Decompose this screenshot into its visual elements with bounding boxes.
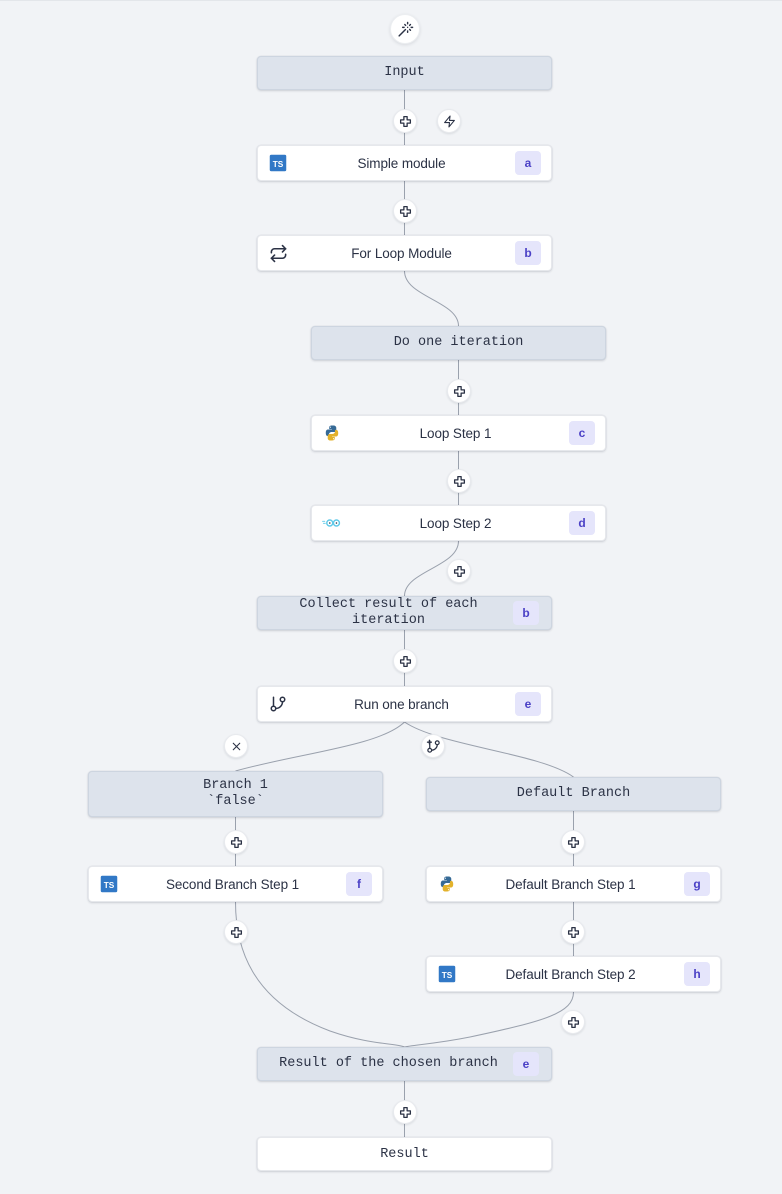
add-after-default-branch-step-1-button[interactable] — [561, 920, 585, 944]
node-run-one-branch[interactable]: Run one branch e — [257, 686, 552, 722]
add-branch-button[interactable] — [421, 734, 445, 758]
node-collect-result[interactable]: Collect result of each iteration b — [257, 596, 552, 630]
typescript-icon: TS — [437, 964, 457, 984]
zap-icon — [443, 115, 456, 128]
node-badge: a — [515, 151, 541, 175]
node-label: Second Branch Step 1 — [165, 876, 300, 892]
plus-icon — [399, 1106, 412, 1119]
node-label: Simple module — [357, 155, 446, 171]
magic-wand-button[interactable] — [390, 14, 420, 44]
python-icon — [437, 874, 457, 894]
node-branch-1[interactable]: Branch 1 `false` — [88, 771, 383, 817]
node-badge: h — [684, 962, 710, 986]
node-label: Loop Step 1 — [419, 425, 492, 441]
plus-icon — [567, 1016, 580, 1029]
node-default-branch-step-1[interactable]: Default Branch Step 1 g — [426, 866, 721, 902]
plus-icon — [399, 655, 412, 668]
plus-icon — [567, 836, 580, 849]
node-do-one-iteration[interactable]: Do one iteration — [311, 326, 606, 360]
node-result[interactable]: Result — [257, 1137, 552, 1171]
loop-icon — [268, 243, 288, 263]
add-after-default-branch-step-2-button[interactable] — [561, 1010, 585, 1034]
close-icon — [230, 740, 243, 753]
node-default-branch-step-2[interactable]: TS Default Branch Step 2 h — [426, 956, 721, 992]
svg-text:TS: TS — [442, 971, 453, 980]
node-label: Default Branch Step 2 — [505, 966, 636, 982]
magic-wand-icon — [397, 21, 413, 37]
add-after-chosen-result-button[interactable] — [393, 1100, 417, 1124]
node-label: Loop Step 2 — [419, 515, 492, 531]
node-badge: e — [515, 692, 541, 716]
typescript-icon: TS — [268, 153, 288, 173]
add-after-input-button[interactable] — [393, 109, 417, 133]
node-second-branch-step-1[interactable]: TS Second Branch Step 1 f — [88, 866, 383, 902]
node-badge: g — [684, 872, 710, 896]
node-loop-step-1[interactable]: Loop Step 1 c — [311, 415, 606, 451]
node-simple-module[interactable]: TS Simple module a — [257, 145, 552, 181]
add-after-do-one-iteration-button[interactable] — [447, 379, 471, 403]
node-label: Result — [380, 1146, 429, 1162]
add-after-collect-result-button[interactable] — [393, 649, 417, 673]
node-input[interactable]: Input — [257, 56, 552, 90]
plus-icon — [399, 115, 412, 128]
node-label: Input — [384, 65, 425, 80]
add-in-default-branch-button[interactable] — [561, 830, 585, 854]
node-badge: c — [569, 421, 595, 445]
add-after-second-branch-step-1-button[interactable] — [224, 920, 248, 944]
plus-icon — [399, 205, 412, 218]
node-for-loop-module[interactable]: For Loop Module b — [257, 235, 552, 271]
node-label: Collect result of each iteration — [299, 597, 478, 628]
node-label: For Loop Module — [351, 245, 452, 261]
add-in-branch-1-button[interactable] — [224, 830, 248, 854]
python-icon — [322, 423, 342, 443]
plus-icon — [230, 836, 243, 849]
add-after-loop-step-1-button[interactable] — [447, 469, 471, 493]
node-label: Run one branch — [354, 696, 449, 712]
node-badge: b — [513, 601, 539, 625]
node-badge: f — [346, 872, 372, 896]
plus-icon — [453, 385, 466, 398]
node-badge: d — [569, 511, 595, 535]
node-badge: b — [515, 241, 541, 265]
plus-icon — [567, 926, 580, 939]
add-after-simple-module-button[interactable] — [393, 199, 417, 223]
typescript-icon: TS — [99, 874, 119, 894]
plus-icon — [230, 926, 243, 939]
trigger-after-input-button[interactable] — [437, 109, 461, 133]
node-label: Branch 1 `false` — [203, 778, 268, 809]
plus-icon — [453, 475, 466, 488]
branch-plus-icon — [426, 739, 441, 754]
svg-text:TS: TS — [104, 881, 115, 890]
svg-text:TS: TS — [273, 160, 284, 169]
node-result-of-chosen-branch[interactable]: Result of the chosen branch e — [257, 1047, 552, 1081]
go-icon — [322, 513, 342, 533]
delete-branch-1-button[interactable] — [224, 734, 248, 758]
node-badge: e — [513, 1052, 539, 1076]
node-default-branch[interactable]: Default Branch — [426, 777, 721, 811]
branch-icon — [268, 694, 288, 714]
add-after-loop-step-2-button[interactable] — [447, 559, 471, 583]
node-label: Default Branch — [516, 786, 631, 801]
node-loop-step-2[interactable]: Loop Step 2 d — [311, 505, 606, 541]
node-label: Default Branch Step 1 — [505, 876, 636, 892]
plus-icon — [453, 565, 466, 578]
node-label: Result of the chosen branch — [279, 1056, 498, 1071]
node-label: Do one iteration — [393, 335, 524, 350]
